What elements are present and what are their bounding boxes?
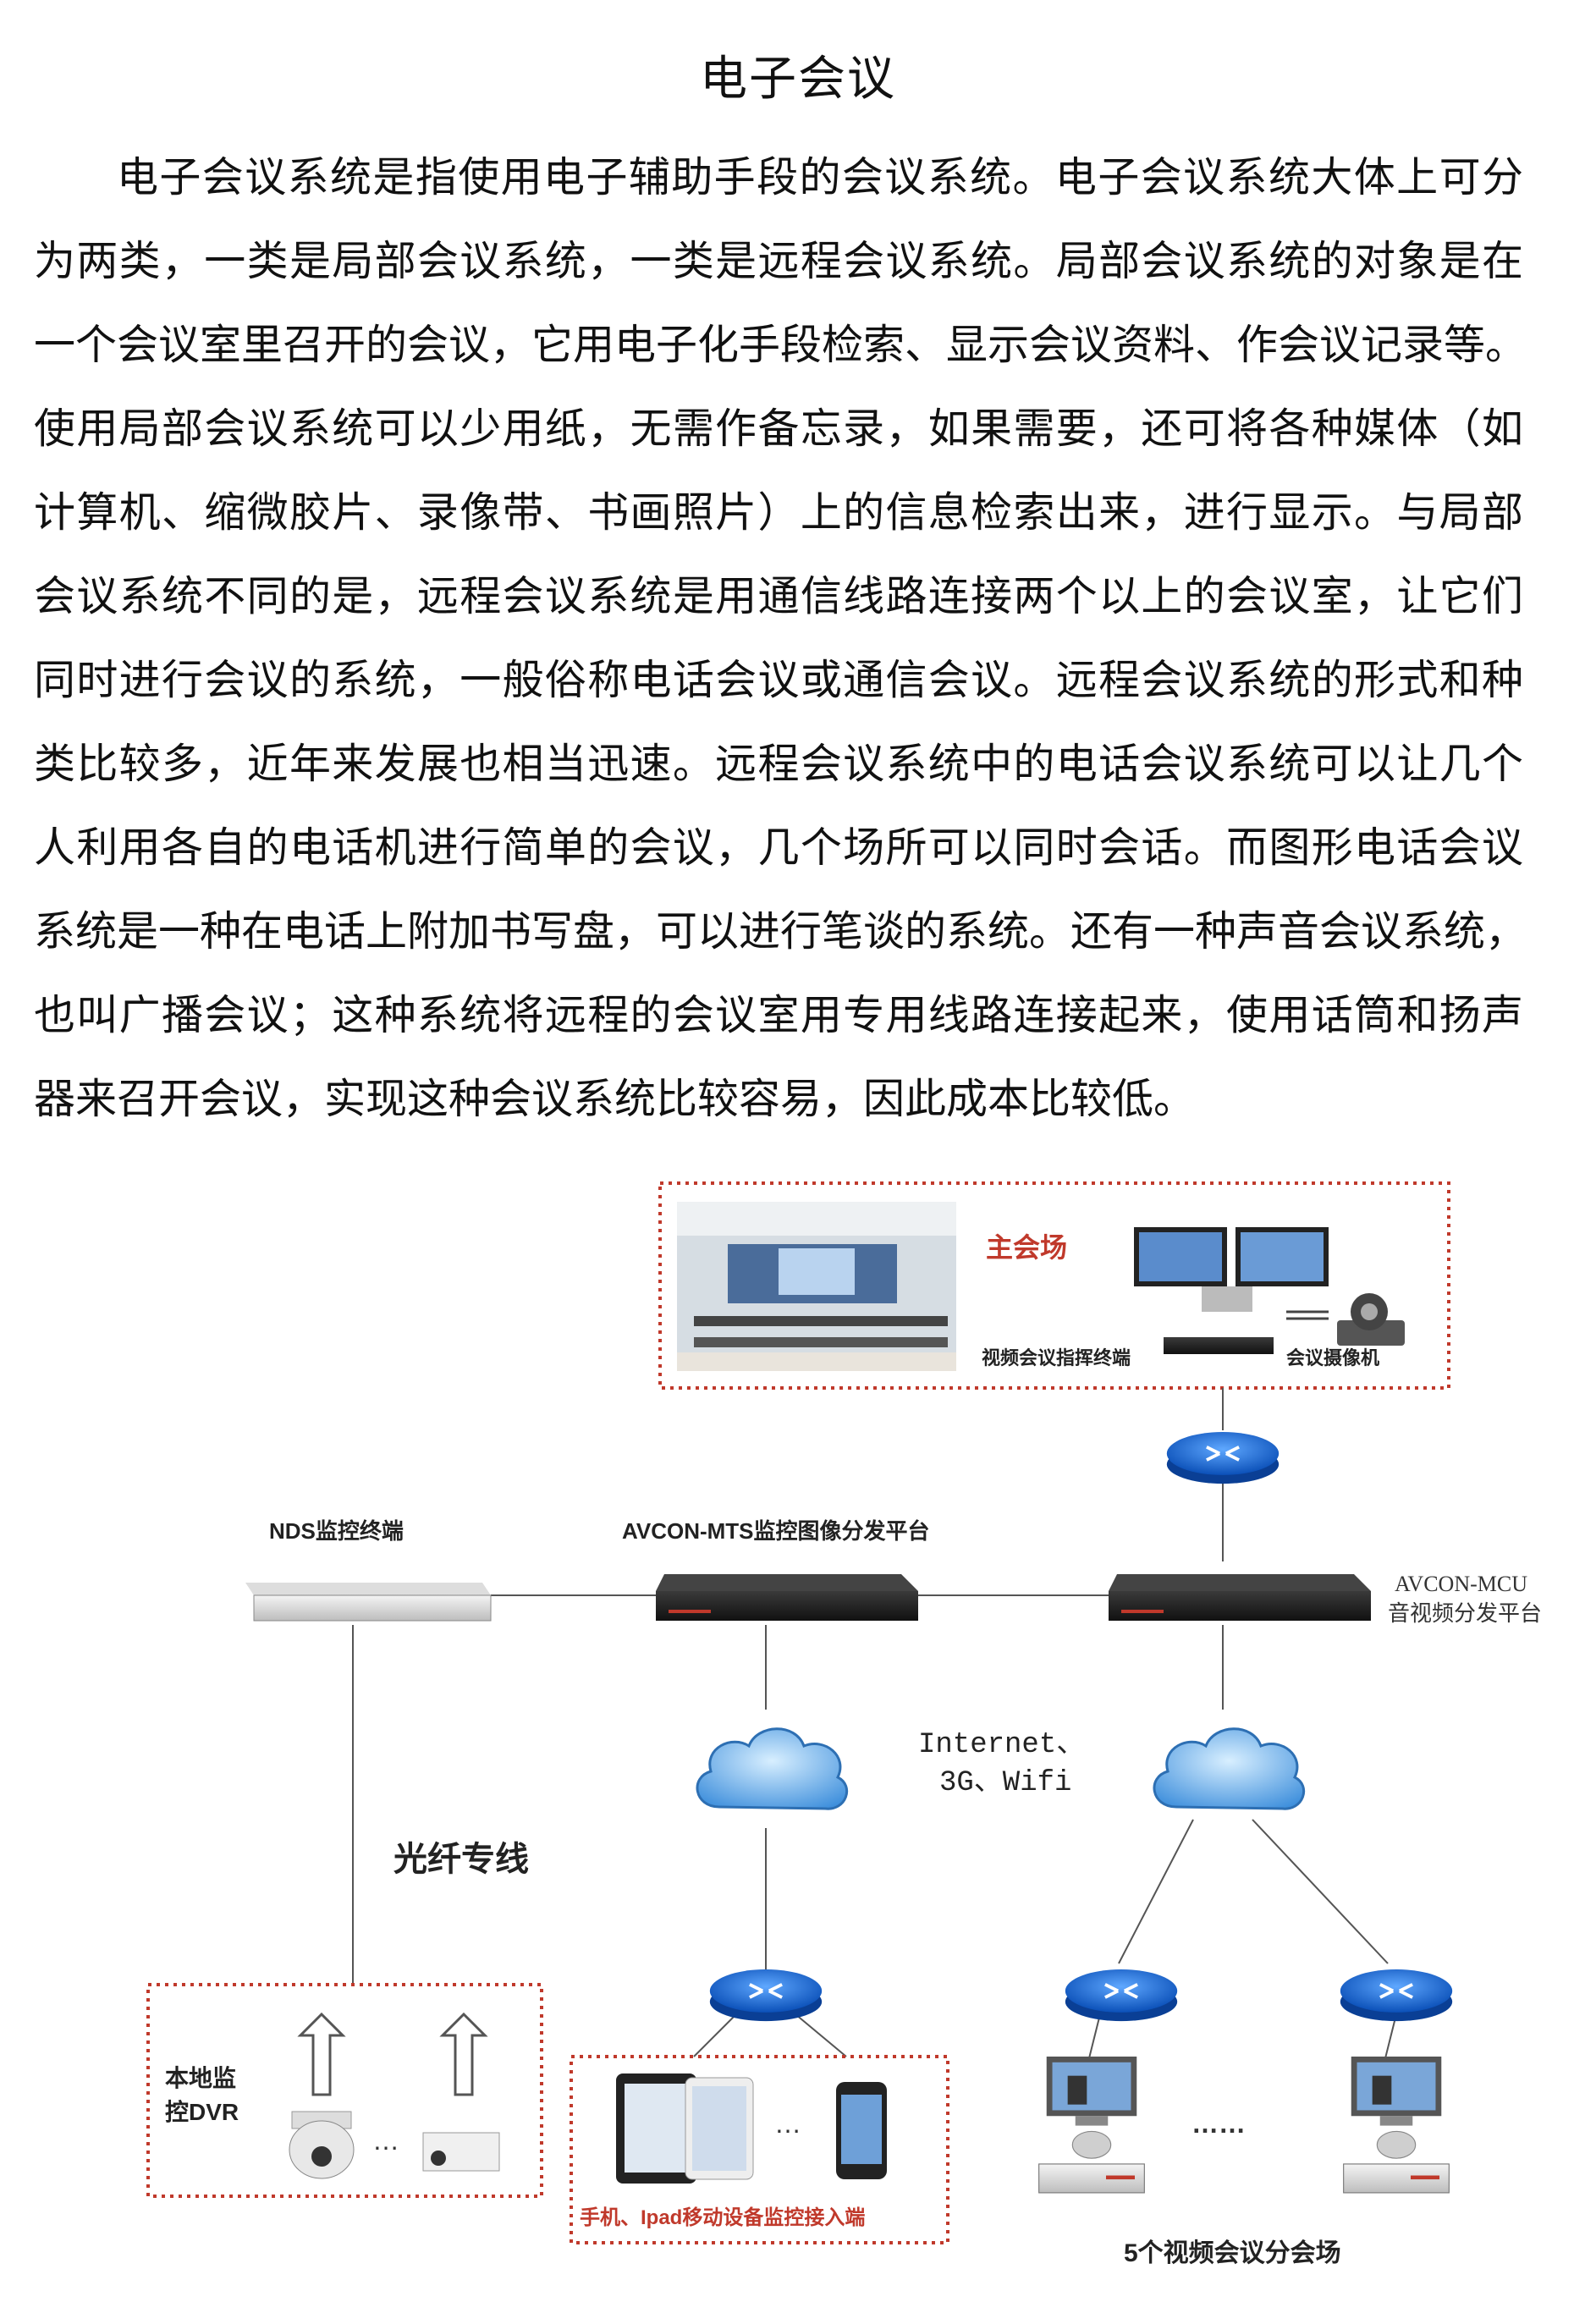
text-line: 也叫广播会议；这种系统将远程的会议室用专用线路连接起来，使用话筒和扬声 [34,973,1523,1057]
mcu-label-line1: AVCON-MCU [1395,1572,1527,1596]
phone-icon [836,2082,887,2179]
ellipsis: …… [1191,2108,1246,2139]
conference-camera-icon [1337,1293,1405,1346]
router-icon [1167,1432,1279,1484]
text-line: 为两类，一类是局部会议系统，一类是远程会议系统。局部会议系统的对象是在 [34,219,1523,303]
router-icon [1065,1969,1177,2021]
mts-server-icon [656,1574,918,1621]
tablet-icon [616,2073,753,2184]
up-arrow-icon [443,2014,485,2095]
router-icon [1340,1969,1452,2021]
local-dvr-label-line2: 控DVR [165,2099,239,2125]
conference-camera-label: 会议摄像机 [1286,1347,1379,1369]
internet-label-line2: 3G、Wifi [939,1767,1071,1799]
document-title: 电子会议 [0,49,1596,110]
connection-lines [353,1388,1396,2065]
nds-label: NDS监控终端 [269,1518,404,1544]
cloud-icon [697,1729,847,1809]
local-dvr-label-line1: 本地监 [165,2065,236,2091]
mcu-label-line2: 音视频分发平台 [1388,1600,1542,1626]
video-terminal-device [1164,1337,1274,1354]
arrow-icon [1286,1312,1329,1319]
dome-camera-icon [289,2112,354,2178]
video-terminal-icon [1344,2057,1450,2193]
internet-label-line1: Internet、 [918,1729,1085,1761]
box-camera-icon [423,2133,499,2171]
fiber-label: 光纤专线 [393,1841,529,1878]
meeting-room-photo [677,1202,956,1371]
mcu-server-icon [1109,1574,1371,1621]
text-line: 会议系统不同的是，远程会议系统是用通信线路连接两个以上的会议室，让它们 [34,554,1523,638]
body-paragraph: 电子会议系统是指使用电子辅助手段的会议系统。电子会议系统大体上可分 为两类，一类… [34,135,1523,1141]
cloud-icon [1154,1729,1304,1809]
ellipsis: … [774,2108,801,2139]
main-venue-label: 主会场 [986,1232,1067,1263]
text-line: 系统是一种在电话上附加书写盘，可以进行笔谈的系统。还有一种声音会议系统， [34,889,1523,973]
text-line: 器来召开会议，实现这种会议系统比较容易，因此成本比较低。 [34,1057,1523,1141]
branch-label: 5个视频会议分会场 [1124,2239,1341,2267]
video-terminal-icon [1039,2057,1145,2193]
text-line: 计算机、缩微胶片、录像带、书画照片）上的信息检索出来，进行显示。与局部 [34,471,1523,554]
text-line: 类比较多，近年来发展也相当迅速。远程会议系统中的电话会议系统可以让几个 [34,722,1523,806]
router-icon [710,1969,822,2021]
text-line: 一个会议室里召开的会议，它用电子化手段检索、显示会议资料、作会议记录等。 [34,303,1523,387]
text-line: 同时进行会议的系统，一般俗称电话会议或通信会议。远程会议系统的形式和种 [34,638,1523,722]
tv-monitors [1134,1227,1329,1312]
nds-server-icon [245,1583,491,1621]
mts-label: AVCON-MTS监控图像分发平台 [622,1518,930,1544]
mobile-label: 手机、Ipad移动设备监控接入端 [580,2206,865,2229]
text-line: 使用局部会议系统可以少用纸，无需作备忘录，如果需要，还可将各种媒体（如 [34,387,1523,471]
text-line: 人利用各自的电话机进行简单的会议，几个场所可以同时会话。而图形电话会议 [34,806,1523,889]
network-diagram: 主会场 视频会议指挥终端 会议摄像机 NDS监控终端 AVCON-MTS监控图像 [0,1168,1596,2302]
up-arrow-icon [300,2014,343,2095]
video-terminal-label: 视频会议指挥终端 [982,1347,1131,1369]
ellipsis: … [372,2125,399,2156]
text-line: 电子会议系统是指使用电子辅助手段的会议系统。电子会议系统大体上可分 [34,135,1523,219]
